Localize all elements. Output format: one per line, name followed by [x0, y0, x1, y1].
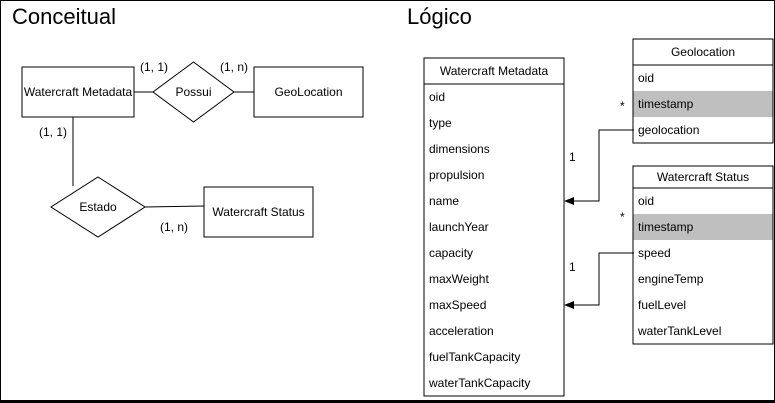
status-fk-arrow	[564, 252, 634, 309]
cardinality-metadata-possui: (1, 1)	[140, 60, 168, 74]
entity-watercraft-metadata: Watercraft Metadata	[21, 66, 135, 118]
metadata_table-title: Watercraft Metadata	[440, 64, 549, 78]
entity-watercraft-status: Watercraft Status	[203, 186, 314, 238]
cardinality-metadata-estado: (1, 1)	[39, 125, 67, 139]
geolocation-fk-arrow	[564, 129, 634, 205]
status_table-field: oid	[638, 194, 654, 208]
cardinality-geolocation-one: 1	[569, 150, 576, 164]
status_table-field: fuelLevel	[638, 298, 686, 312]
status_table-field: engineTemp	[638, 272, 704, 286]
entity-geolocation-label: GeoLocation	[274, 85, 342, 99]
metadata_table-border	[423, 57, 565, 397]
metadata_table-field: oid	[429, 90, 445, 104]
cardinality-estado-status: (1, n)	[160, 220, 188, 234]
geolocation_table-row-highlight	[633, 91, 773, 117]
geolocation_table-title: Geolocation	[671, 45, 735, 59]
geolocation_table-field: geolocation	[638, 123, 699, 137]
relationship-possui: Possui	[152, 61, 235, 123]
status_table-title: Watercraft Status	[657, 170, 749, 184]
geolocation_table-border	[632, 38, 774, 144]
metadata_table-field: capacity	[429, 246, 473, 260]
geolocation_table-field: timestamp	[638, 97, 694, 111]
conceptual-heading: Conceitual	[12, 4, 116, 29]
status_table-field: speed	[638, 246, 671, 260]
estado-status-connector	[144, 205, 205, 208]
cardinality-possui-geolocation: (1, n)	[220, 60, 248, 74]
relationship-estado-label: Estado	[79, 200, 117, 214]
metadata_table-field: maxWeight	[429, 272, 489, 286]
metadata_table-field: name	[429, 194, 459, 208]
metadata_table-field: fuelTankCapacity	[429, 350, 520, 364]
relationship-estado: Estado	[50, 176, 146, 238]
metadata_table-field: maxSpeed	[429, 298, 486, 312]
table-watercraft-metadata: Watercraft Metadata oid type dimensions prop…	[423, 57, 565, 397]
metadata_table-field: propulsion	[429, 168, 484, 182]
cardinality-geolocation-many: *	[620, 99, 625, 113]
relationship-possui-label: Possui	[175, 85, 211, 99]
table-geolocation: Geolocation oid timestamp geolocation	[632, 38, 774, 144]
metadata_table-field: launchYear	[429, 220, 489, 234]
status_table-field: waterTankLevel	[637, 324, 721, 338]
cardinality-status-one: 1	[569, 260, 576, 274]
cardinality-status-many: *	[620, 210, 625, 224]
entity-geolocation: GeoLocation	[253, 66, 364, 118]
entity-watercraft-metadata-label: Watercraft Metadata	[24, 85, 133, 99]
geolocation_table-field: oid	[638, 71, 654, 85]
metadata_table-field: acceleration	[429, 324, 494, 338]
logical-heading: Lógico	[407, 4, 472, 29]
status_table-border	[632, 165, 774, 345]
status_table-field: timestamp	[638, 220, 694, 234]
metadata_table-field: waterTankCapacity	[428, 376, 530, 390]
status_table-row-highlight	[633, 214, 773, 240]
metadata_table-field: dimensions	[429, 142, 490, 156]
metadata_table-field: type	[429, 116, 452, 130]
entity-watercraft-status-label: Watercraft Status	[212, 205, 304, 219]
